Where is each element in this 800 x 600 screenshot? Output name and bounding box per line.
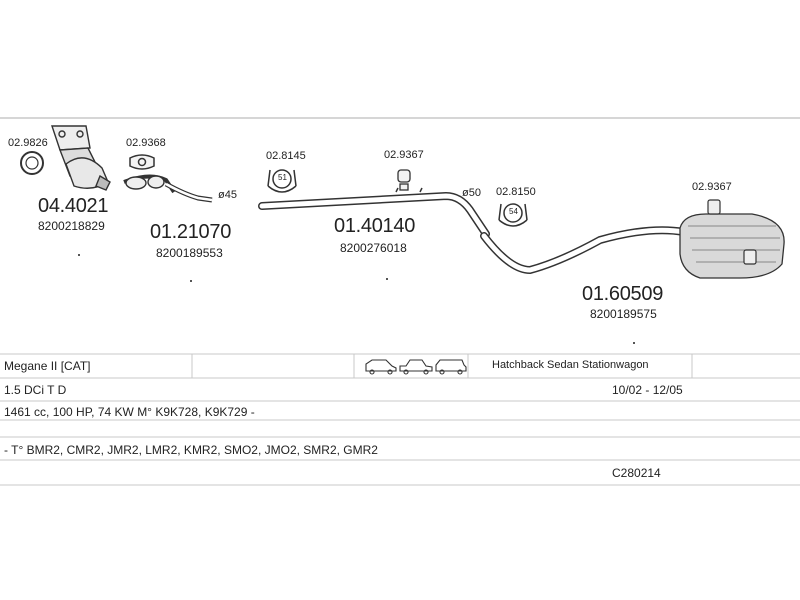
front-pipe-icon xyxy=(123,174,213,203)
rear-silencer-icon xyxy=(480,199,785,279)
middle-pipe-icon xyxy=(258,187,490,238)
type-codes: - T° BMR2, CMR2, JMR2, LMR2, KMR2, SMO2,… xyxy=(4,443,378,457)
clamp-size-1: 51 xyxy=(278,173,287,182)
clamp-size-2: 54 xyxy=(509,207,518,216)
gasket-icon xyxy=(20,151,44,175)
part-code-hanger-2: 02.9367 xyxy=(692,181,732,193)
oem-number-rear-silencer: 8200189575 xyxy=(590,307,657,321)
oem-number-front-pipe: 8200189553 xyxy=(156,246,223,260)
sedan-icon xyxy=(399,359,433,375)
oem-number-catalyst: 8200218829 xyxy=(38,219,105,233)
reference-code: C280214 xyxy=(612,466,661,480)
engine-label: 1.5 DCi T D xyxy=(4,383,67,397)
marker-dot xyxy=(386,278,388,280)
marker-dot xyxy=(78,254,80,256)
car-body-icons xyxy=(365,359,467,375)
engine-spec: 1461 cc, 100 HP, 74 KW M° K9K728, K9K729… xyxy=(4,405,255,419)
marker-dot xyxy=(633,342,635,344)
part-code-rear-silencer: 01.60509 xyxy=(582,283,664,305)
front-gasket-icon xyxy=(129,154,155,170)
hatchback-icon xyxy=(365,359,397,375)
clamp-icon xyxy=(267,169,297,193)
body-types: Hatchback Sedan Stationwagon xyxy=(492,359,649,371)
part-code-catalyst: 04.4021 xyxy=(38,195,109,217)
oem-number-middle-pipe: 8200276018 xyxy=(340,241,407,255)
part-code-clamp-2: 02.8150 xyxy=(496,186,536,198)
clamp-icon-2 xyxy=(498,203,528,227)
part-code-clamp-1: 02.8145 xyxy=(266,150,306,162)
hanger-icon xyxy=(397,169,411,191)
part-code-gasket: 02.9826 xyxy=(8,137,48,149)
part-code-hanger-1: 02.9367 xyxy=(384,149,424,161)
stationwagon-icon xyxy=(435,359,467,375)
catalyst-icon xyxy=(51,125,111,191)
part-code-middle-pipe: 01.40140 xyxy=(334,215,416,237)
diameter-front-pipe: ø45 xyxy=(218,189,237,201)
part-code-front-pipe: 01.21070 xyxy=(150,221,232,243)
vehicle-model: Megane II [CAT] xyxy=(4,359,91,373)
part-code-front-gasket: 02.9368 xyxy=(126,137,166,149)
diameter-middle-pipe: ø50 xyxy=(462,187,481,199)
marker-dot xyxy=(190,280,192,282)
production-years: 10/02 - 12/05 xyxy=(612,383,683,397)
